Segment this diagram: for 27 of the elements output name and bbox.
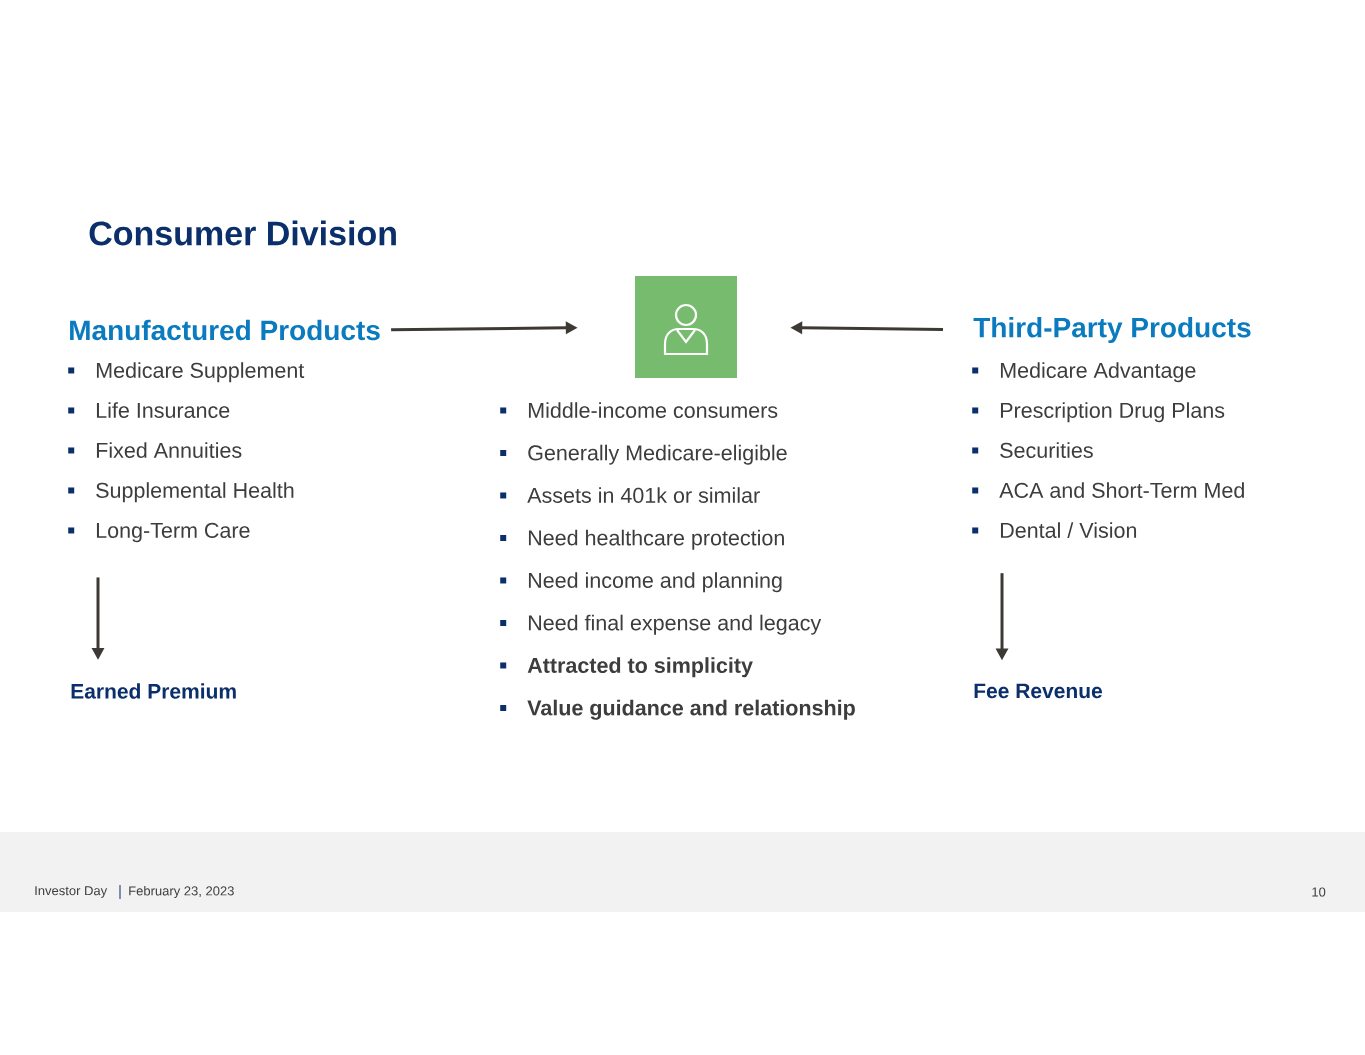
bullet-item: Generally Medicare-eligible [500, 444, 787, 465]
bullet-item: Fixed Annuities [68, 442, 242, 458]
bullet-item: Long-Term Care [68, 522, 250, 543]
bullet-item: Attracted to simplicity [500, 657, 753, 678]
footer-text: Investor Day [35, 886, 108, 898]
bullet-item: Need final expense and legacy [500, 614, 822, 635]
bullet-item: Need income and planning [500, 572, 782, 593]
bullet-item: Assets in 401k or similar [500, 487, 760, 503]
bullet-item: Middle-income consumers [500, 402, 778, 418]
bullet-item: Life Insurance [68, 402, 230, 418]
bullet-item: Medicare Advantage [972, 362, 1196, 383]
bullet-item: ACA and Short-Term Med [972, 482, 1244, 498]
person-icon [635, 276, 737, 378]
section-heading: Manufactured Products [70, 319, 380, 341]
bullet-item: Supplemental Health [68, 482, 294, 503]
bullet-item: Securities [972, 442, 1093, 458]
bullet-item: Need healthcare protection [500, 529, 784, 550]
section-heading: Third-Party Products [973, 316, 1251, 344]
title: Consumer Division [89, 220, 396, 246]
result-label: Fee Revenue [974, 683, 1103, 699]
bullet-item: Dental / Vision [972, 522, 1137, 538]
result-label: Earned Premium [71, 683, 236, 699]
footer-text: February 23, 2023 [129, 885, 234, 899]
bullet-item: Medicare Supplement [68, 362, 305, 383]
bullet-item: Value guidance and relationship [500, 699, 855, 720]
footer-text: 10 [1312, 887, 1326, 897]
bullet-item: Prescription Drug Plans [972, 402, 1225, 423]
